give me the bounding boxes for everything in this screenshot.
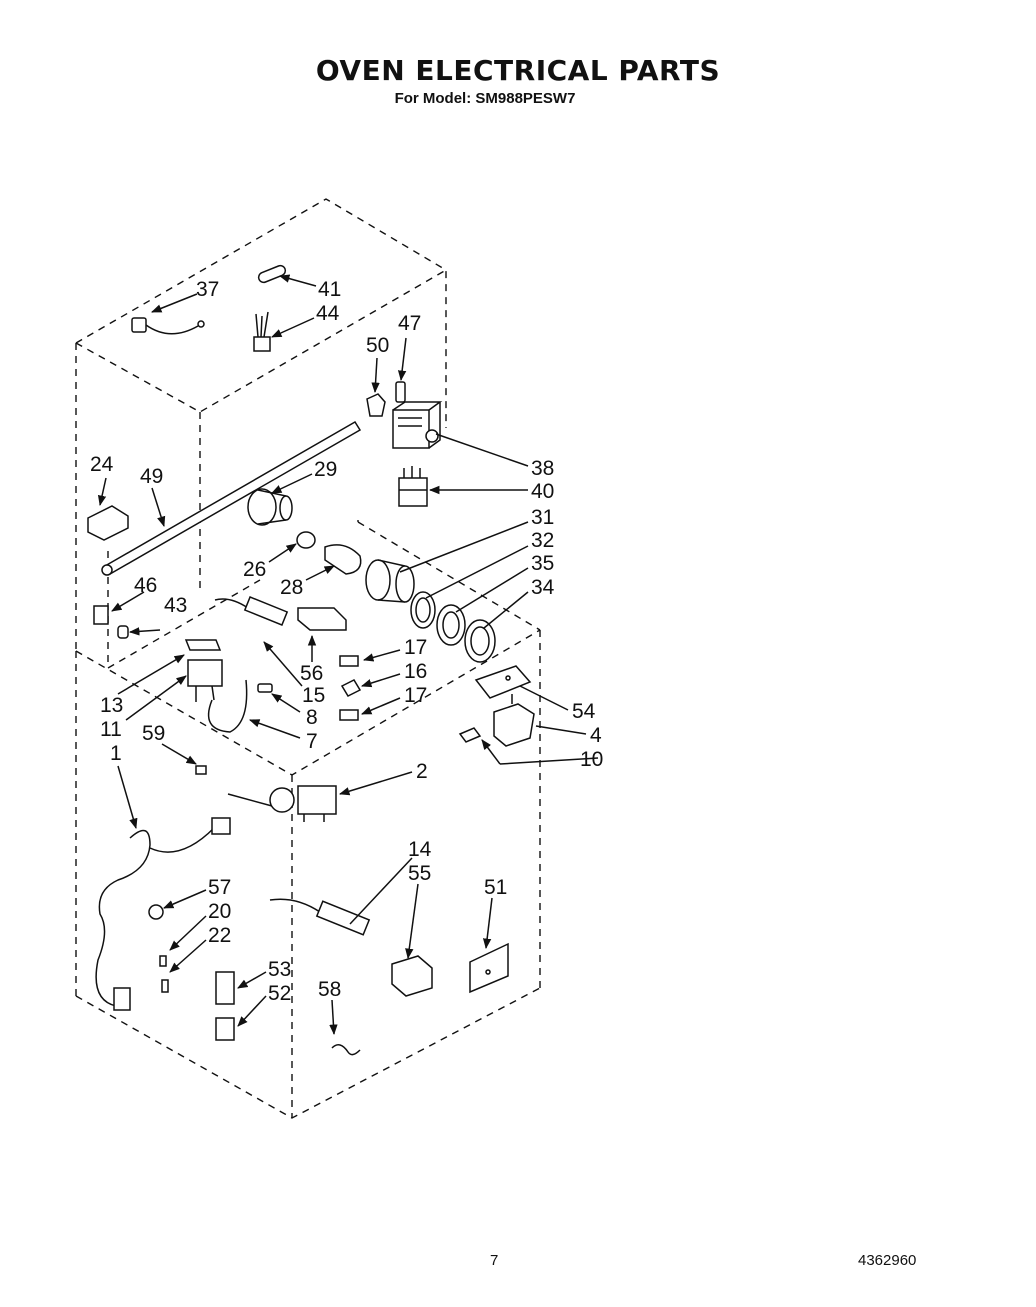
- callout-56: 56: [300, 662, 323, 685]
- callout-17b: 17: [404, 684, 427, 707]
- callout-4: 4: [590, 724, 602, 747]
- part-59-terminal: [195, 765, 207, 775]
- upper-cabinet-outline: [75, 198, 541, 669]
- callout-labels: 37 41 44 47 50 38 40 24 49 29 31 32 35 3…: [90, 278, 603, 1005]
- callout-50: 50: [366, 334, 389, 357]
- callout-16: 16: [404, 660, 427, 683]
- part-56-lock-switch: [297, 607, 347, 631]
- part-51-plate: [469, 942, 509, 994]
- part-50-clip: [366, 393, 386, 417]
- part-8-clip: [257, 683, 273, 693]
- model-subtitle: For Model: SM988PESW7: [394, 90, 576, 107]
- part-44-connector: [253, 311, 271, 352]
- part-14-probe: [269, 898, 371, 936]
- part-10-thermostat: [458, 727, 482, 743]
- part-55-connector: [391, 955, 433, 997]
- part-22-pin: [161, 979, 169, 993]
- part-47-terminal: [395, 381, 406, 403]
- callout-14: 14: [408, 838, 432, 861]
- part-37-sensor: [131, 317, 205, 335]
- callout-28: 28: [280, 576, 303, 599]
- callout-7: 7: [306, 730, 318, 753]
- part-16-switch: [340, 679, 362, 697]
- callout-55: 55: [408, 862, 431, 885]
- part-58-wire-spring: [331, 1044, 361, 1056]
- callout-11: 11: [100, 718, 122, 741]
- callout-38: 38: [531, 457, 554, 480]
- lower-cabinet-outline: [75, 629, 541, 1119]
- callout-26: 26: [243, 558, 266, 581]
- callout-22: 22: [208, 924, 231, 947]
- callout-47: 47: [398, 312, 421, 335]
- part-28-bulb: [324, 544, 362, 575]
- part-4-switch: [493, 694, 535, 747]
- callout-29: 29: [314, 458, 337, 481]
- callout-32: 32: [531, 529, 554, 552]
- callout-13: 13: [100, 694, 123, 717]
- part-38-switch-block: [392, 401, 443, 449]
- callout-53: 53: [268, 958, 291, 981]
- part-20-spring: [159, 955, 167, 967]
- page-number: 7: [490, 1252, 499, 1269]
- part-11-transformer: [187, 659, 223, 702]
- callout-37: 37: [196, 278, 219, 301]
- part-2-limit-switch: [227, 785, 337, 822]
- document-number: 4362960: [858, 1252, 917, 1269]
- callout-54: 54: [572, 700, 596, 723]
- part-52-clip: [215, 1017, 235, 1041]
- callout-2: 2: [416, 760, 428, 783]
- callout-41: 41: [318, 278, 341, 301]
- part-32-ring: [410, 591, 436, 629]
- part-40-plug: [398, 466, 428, 507]
- callout-43: 43: [164, 594, 187, 617]
- callout-49: 49: [140, 465, 163, 488]
- part-26-lamp-socket: [296, 531, 316, 549]
- part-34-trim-ring: [464, 619, 496, 663]
- callout-40: 40: [531, 480, 554, 503]
- page-title: OVEN ELECTRICAL PARTS: [315, 54, 721, 87]
- part-43-insulator: [117, 625, 129, 639]
- callout-20: 20: [208, 900, 231, 923]
- part-49-bake-element: [101, 420, 362, 576]
- part-53-bracket: [215, 971, 235, 1005]
- callout-34: 34: [531, 576, 555, 599]
- callout-44: 44: [316, 302, 340, 325]
- part-17-insulator-b: [339, 709, 359, 721]
- part-7-wire: [207, 679, 248, 733]
- callout-24: 24: [90, 453, 114, 476]
- callout-51: 51: [484, 876, 507, 899]
- leader-lines: [97, 274, 599, 1036]
- callout-46: 46: [134, 574, 157, 597]
- part-54-cover: [474, 665, 532, 699]
- callout-52: 52: [268, 982, 291, 1005]
- part-13-relay: [184, 639, 222, 651]
- callout-31: 31: [531, 506, 554, 529]
- callout-10: 10: [580, 748, 603, 771]
- part-31-lens-cover: [365, 559, 415, 603]
- part-46-bracket: [93, 605, 109, 625]
- part-35-gasket: [436, 604, 466, 646]
- part-29-socket: [247, 488, 293, 526]
- part-57-knob: [148, 904, 164, 920]
- callout-17a: 17: [404, 636, 427, 659]
- callout-15: 15: [302, 684, 325, 707]
- callout-58: 58: [318, 978, 341, 1001]
- part-15-sensor-probe: [214, 596, 289, 626]
- part-24-bracket: [87, 505, 129, 541]
- callout-57: 57: [208, 876, 231, 899]
- part-1-power-cord: [95, 817, 231, 1011]
- part-41-fuse: [257, 264, 287, 284]
- callout-8: 8: [306, 706, 318, 729]
- callout-35: 35: [531, 552, 554, 575]
- part-17-insulator-a: [339, 655, 359, 667]
- callout-1: 1: [110, 742, 122, 765]
- callout-59: 59: [142, 722, 165, 745]
